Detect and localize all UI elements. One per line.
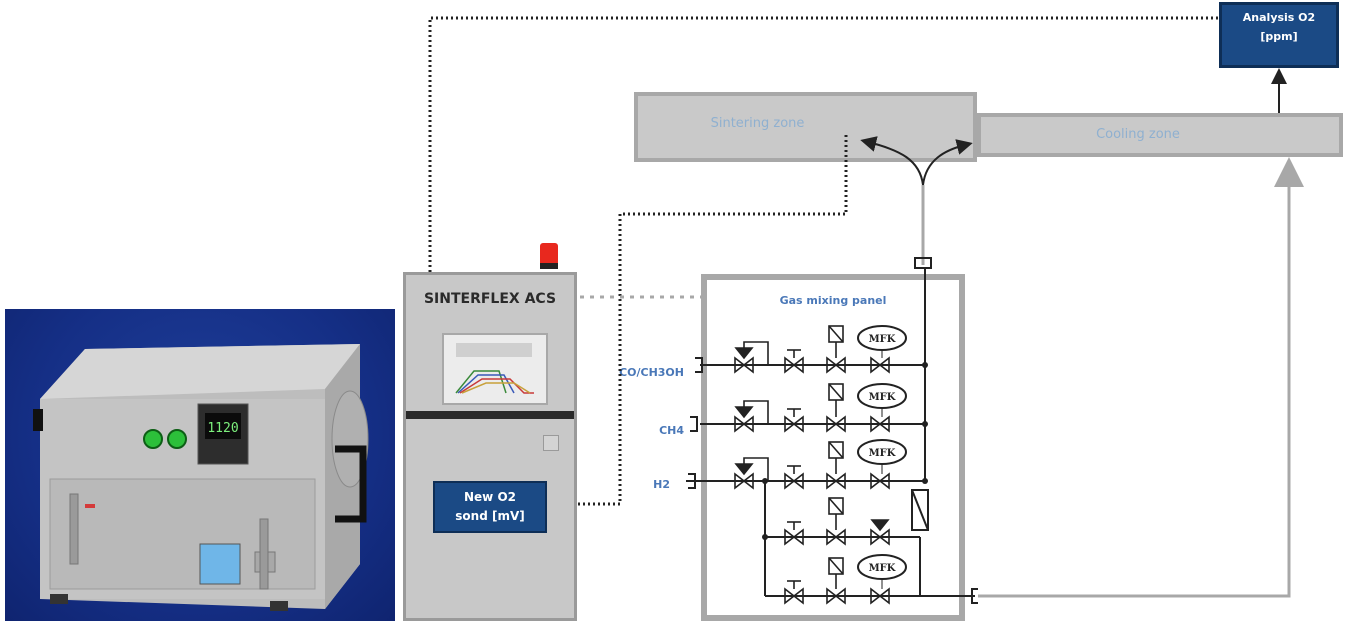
sintering-zone-label: Sintering zone bbox=[710, 116, 805, 131]
o2-sensor-line2: sond [mV] bbox=[455, 509, 525, 523]
controller-title: SINTERFLEX ACS bbox=[423, 291, 557, 307]
furnace-photo: 1120 bbox=[5, 309, 395, 621]
mfc-label: MFK bbox=[869, 334, 896, 345]
gas-label-co: CO/CH3OH bbox=[619, 366, 684, 379]
furnace-illustration: 1120 bbox=[33, 344, 369, 611]
analysis-o2-box: Analysis O2 [ppm] bbox=[1219, 2, 1339, 68]
mfc-label: MFK bbox=[869, 392, 896, 403]
panel-schematic bbox=[686, 268, 978, 604]
analysis-line2: [ppm] bbox=[1260, 30, 1298, 43]
gas-label-ch4: CH4 bbox=[659, 424, 684, 437]
mfc-label: MFK bbox=[869, 563, 896, 574]
o2-sensor-line1: New O2 bbox=[464, 490, 516, 504]
analysis-line1: Analysis O2 bbox=[1242, 11, 1316, 24]
mfc-units: MFK MFK MFK MFK bbox=[857, 325, 907, 589]
cooling-zone-label: Cooling zone bbox=[1096, 127, 1180, 142]
cooling-zone: Cooling zone bbox=[977, 113, 1343, 157]
signal-lines bbox=[428, 16, 1219, 506]
valves bbox=[734, 356, 890, 605]
controller-screen bbox=[442, 333, 548, 405]
panel-title: Gas mixing panel bbox=[779, 294, 887, 307]
gas-label-h2: H2 bbox=[653, 478, 670, 491]
furnace-display-value: 1120 bbox=[207, 421, 238, 436]
sintering-zone: Sintering zone bbox=[634, 92, 977, 162]
cabinet-switch bbox=[543, 435, 559, 451]
controller-cabinet: SINTERFLEX ACS New O2 sond [mV] bbox=[403, 272, 577, 621]
o2-sensor-box: New O2 sond [mV] bbox=[433, 481, 547, 533]
screen-graph-icon bbox=[455, 343, 534, 394]
mfc-label: MFK bbox=[869, 448, 896, 459]
cabinet-divider bbox=[406, 411, 574, 419]
alarm-beacon bbox=[540, 243, 558, 271]
